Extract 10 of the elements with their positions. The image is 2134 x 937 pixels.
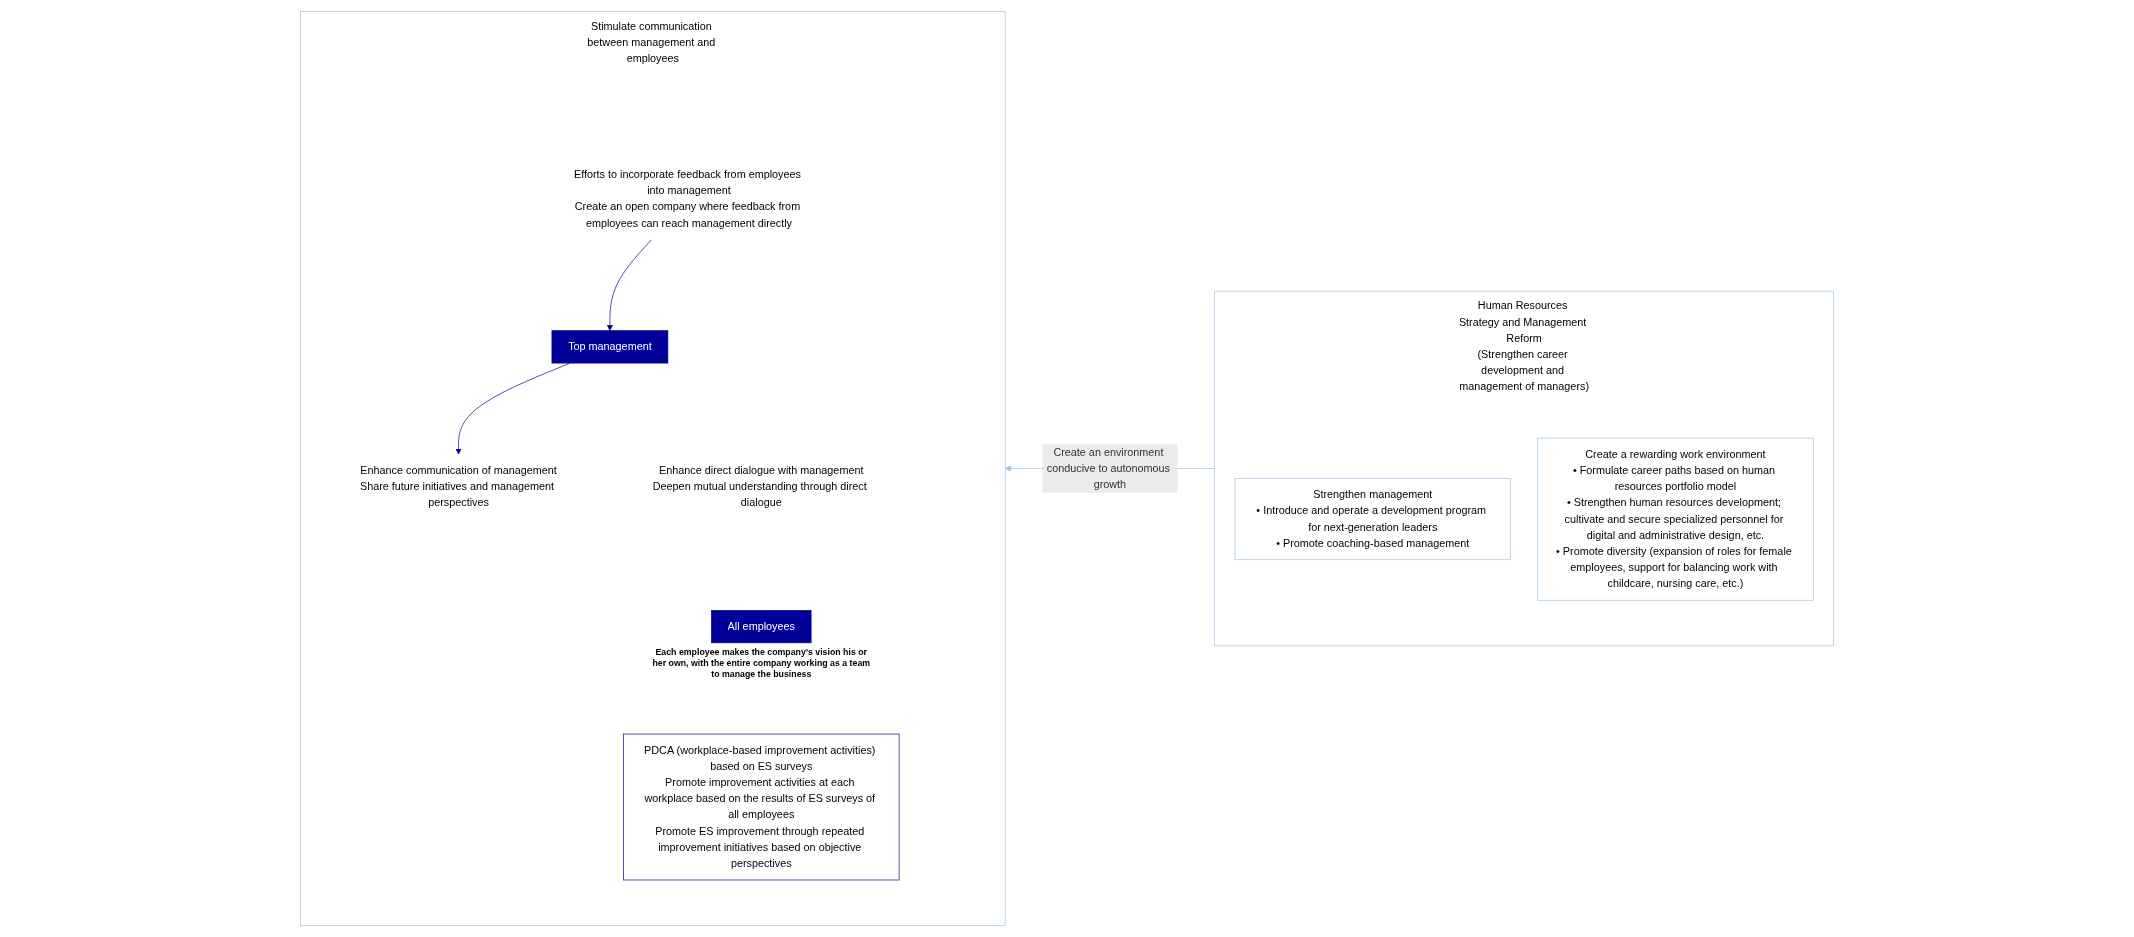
node-box: Top management [551, 330, 669, 364]
node-box: Create a rewarding work environment • Formulate career paths based on human resources portfolio model • Strengthen human resources development; cultivate and secure specialized personnel for digital and administrative design, etc. • Promote diversity (expansion of roles for female employees, support for balancing work with childcare, nursing care, etc.) [1537, 437, 1814, 601]
edge-label: Create an environment conducive to autonomous growth [1046, 446, 1170, 491]
node-box: All employees [711, 610, 812, 644]
node-box: PDCA (workplace-based improvement activities) based on ES surveys Promote improvement activities at each workplace based on the results of ES surveys of all employees Promote ES improvement through repeated improvement initiatives based on objective perspectives [623, 733, 900, 881]
caption-text: Each employee makes the company’s vision his or her own, with the entire company working as a team to manage the business [651, 646, 872, 680]
node-text: Efforts to incorporate feedback from employees into management Create an open company where feedback from employees can reach management directly [573, 168, 801, 229]
node-text: Enhance direct dialogue with management Deepen mutual understanding through direct dialogue [652, 464, 867, 509]
node-text: Enhance communication of management Share future initiatives and management perspectives [359, 464, 557, 509]
node-box: Strengthen management • Introduce and operate a development program for next-generation leaders • Promote coaching-based management [1234, 478, 1511, 561]
